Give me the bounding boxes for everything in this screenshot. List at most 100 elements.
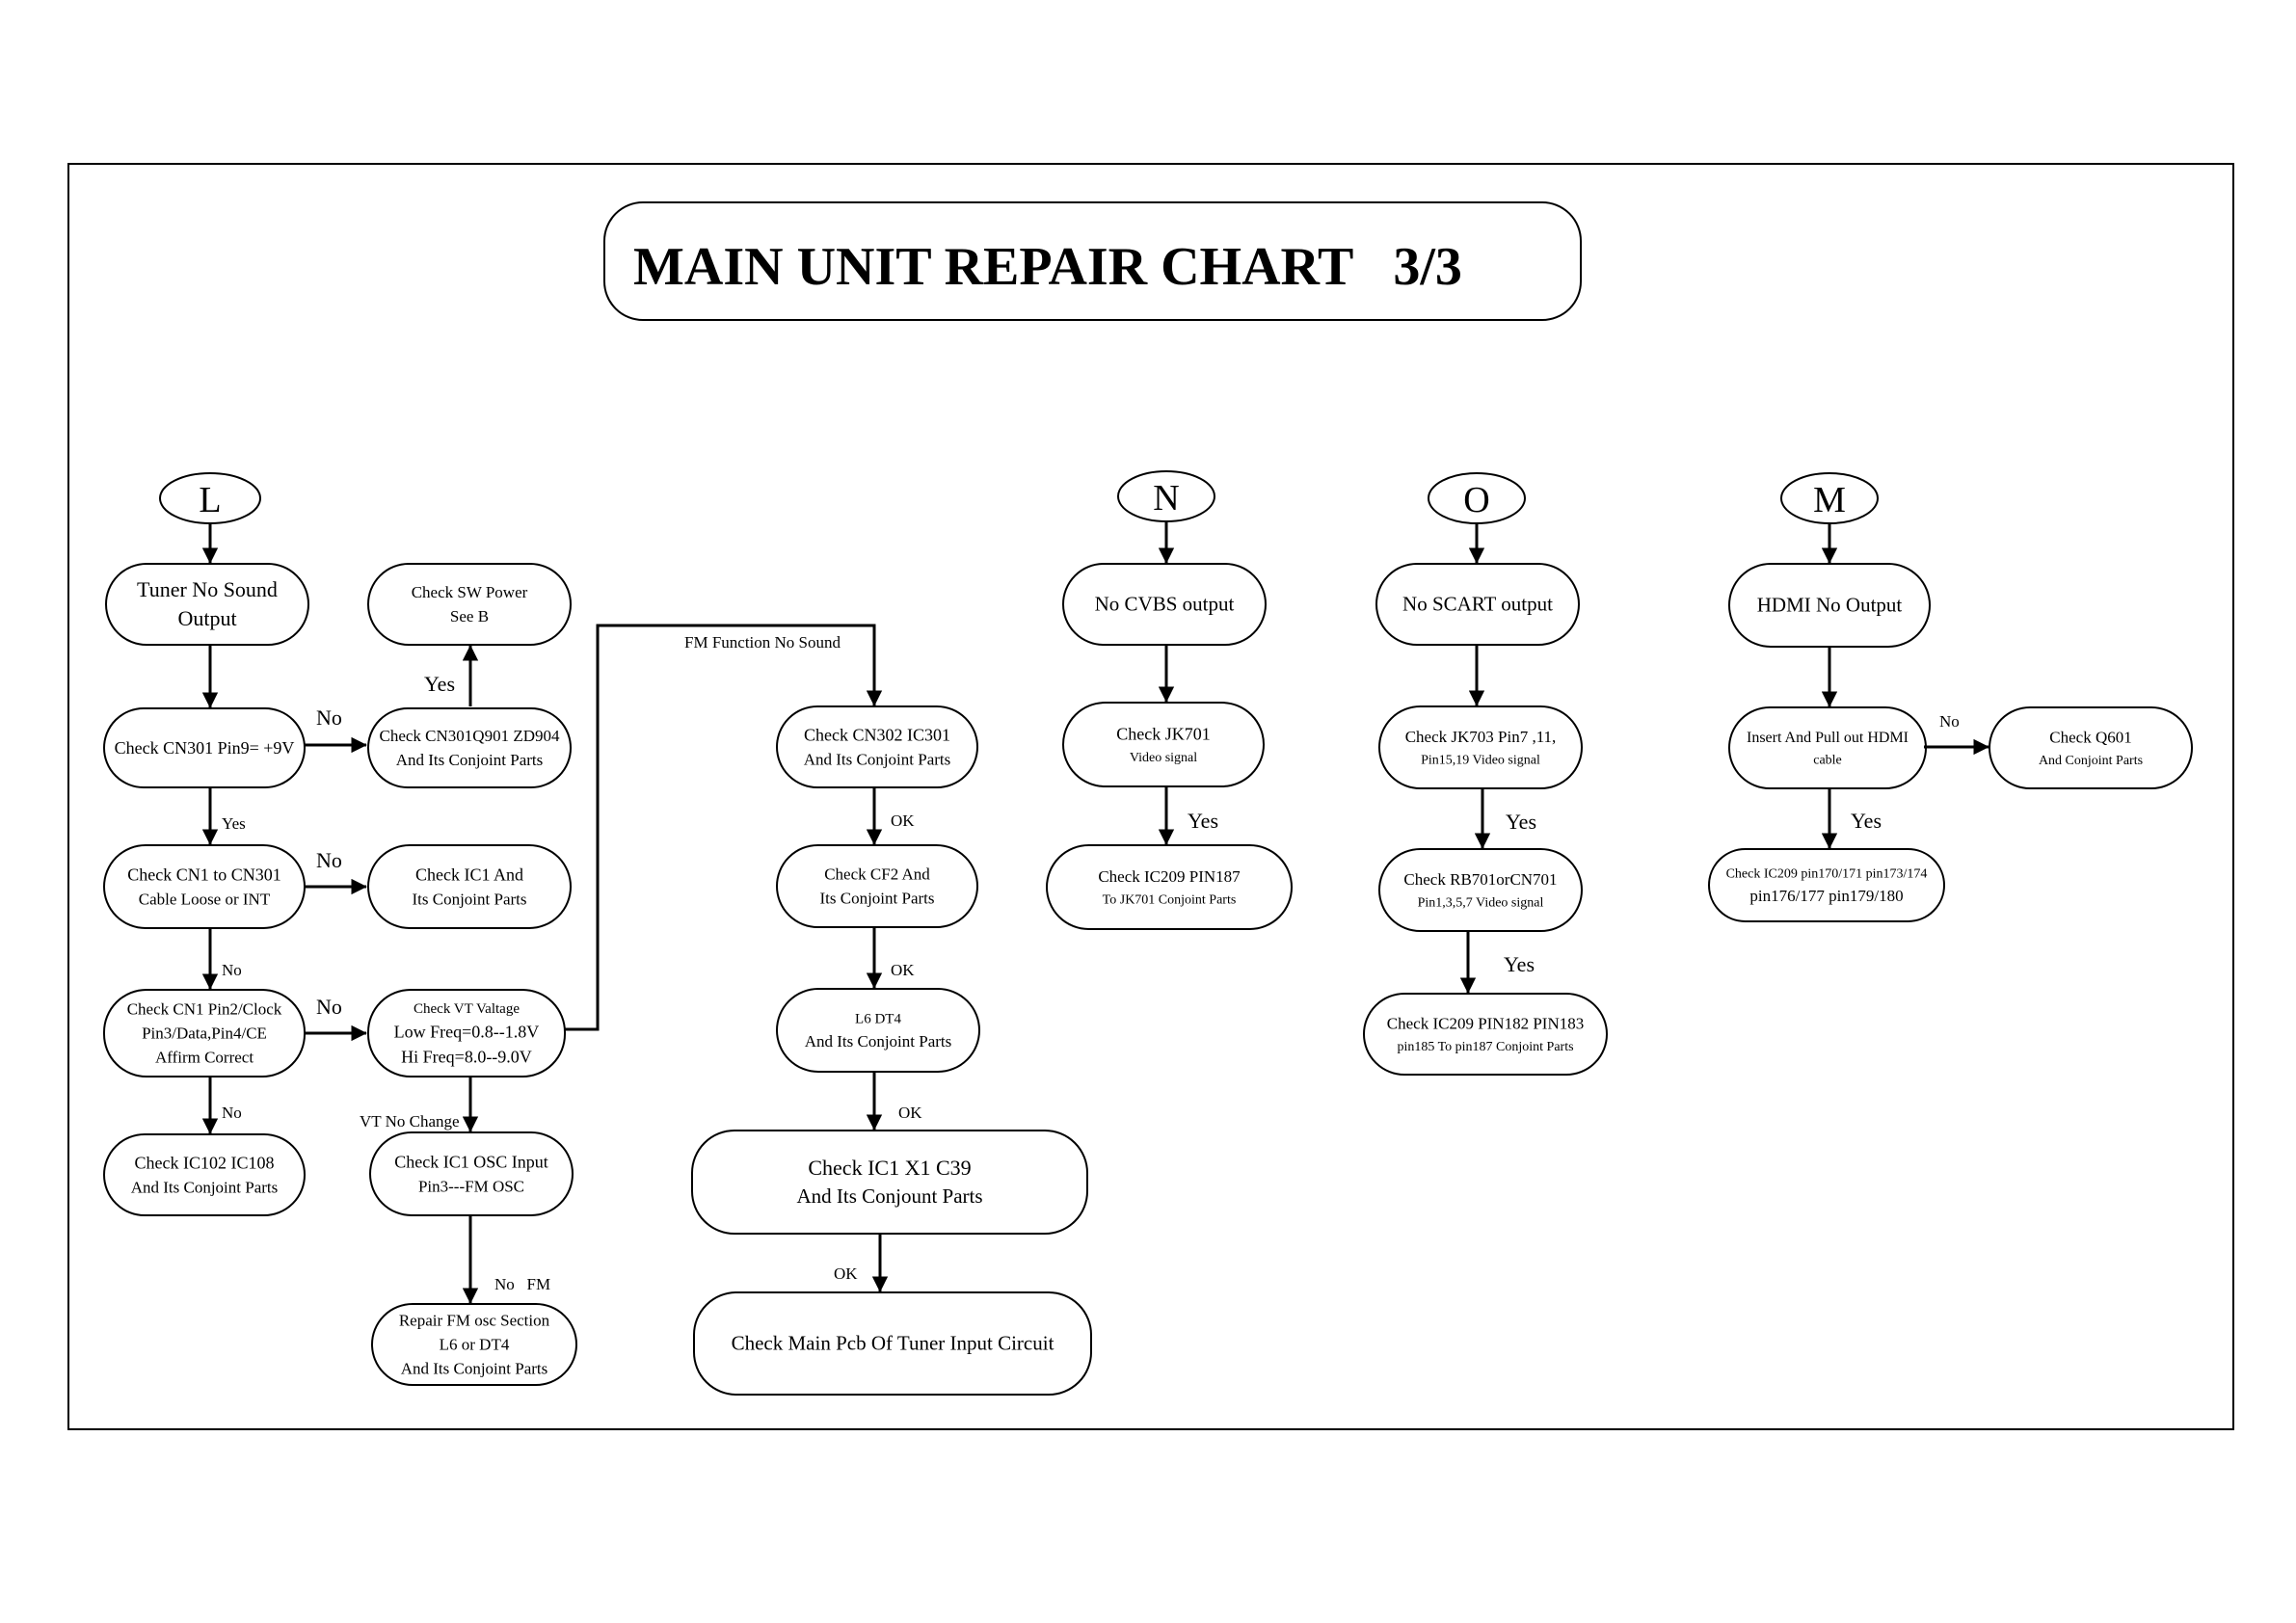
label-no-cn301: No <box>316 705 342 730</box>
box-text-line: Pin1,3,5,7 Video signal <box>1418 895 1544 910</box>
process-box-n-check-ic209: Check IC209 PIN187 To JK701 Conjoint Part… <box>1046 844 1293 930</box>
svg-text:N: N <box>1153 478 1179 519</box>
label-yes-o1: Yes <box>1506 810 1536 834</box>
box-text-line: And Its Conjoint Parts <box>804 750 951 768</box>
box-text-line: And Its Conjount Parts <box>796 1184 982 1208</box>
box-text-line: L6 DT4 <box>855 1011 901 1026</box>
label-yes-m: Yes <box>1851 809 1882 833</box>
box-text-line: L6 or DT4 <box>440 1335 510 1353</box>
box-text-line: See B <box>450 607 489 625</box>
label-yes-sw: Yes <box>424 672 455 696</box>
box-text-line: Insert And Pull out HDMI <box>1747 730 1909 746</box>
label-fm-function: FM Function No Sound <box>684 633 841 652</box>
flow-arrows <box>201 521 1989 1304</box>
label-no-ic102: No <box>222 1104 242 1122</box>
box-text-line: Check SW Power <box>412 583 528 601</box>
box-text-line: Check IC209 PIN187 <box>1098 867 1241 886</box>
box-text-line: To JK701 Conjoint Parts <box>1103 892 1237 907</box>
box-text-line: And Its Conjoint Parts <box>396 751 544 769</box>
svg-text:L: L <box>199 480 221 520</box>
svg-text:O: O <box>1463 480 1489 520</box>
box-text-line: Check CN1 to CN301 <box>127 865 281 884</box>
process-box-o-no-scart: No SCART output <box>1375 563 1580 646</box>
box-text-line: Check RB701orCN701 <box>1403 870 1557 889</box>
box-text-line: Check CN1 Pin2/Clock <box>127 999 282 1018</box>
box-text-line: No CVBS output <box>1095 593 1235 616</box>
process-box-n-no-cvbs: No CVBS output <box>1062 563 1267 646</box>
box-text-line: And Conjoint Parts <box>2039 754 2143 768</box>
process-box-l-check-cn301: Check CN301 Pin9= +9V <box>103 707 306 788</box>
box-text-line: Check JK703 Pin7 ,11, <box>1405 728 1557 746</box>
box-text-line: Its Conjoint Parts <box>819 889 934 907</box>
box-text-line: Check Q601 <box>2049 728 2131 746</box>
box-text-line: Check CN302 IC301 <box>804 725 950 744</box>
label-no-m: No <box>1939 712 1960 731</box>
label-ok-2: OK <box>891 961 915 979</box>
box-text-line: Check IC209 PIN182 PIN183 <box>1387 1014 1584 1032</box>
label-no-pin2: No <box>222 961 242 979</box>
box-text-line: Its Conjoint Parts <box>412 890 526 908</box>
title-box: MAIN UNIT REPAIR CHART 3/3 <box>603 201 1582 321</box>
label-yes-o2: Yes <box>1504 952 1535 976</box>
label-no-fm: No FM <box>494 1275 550 1293</box>
box-text-line: Check IC1 And <box>415 865 523 884</box>
edge-labels: No Yes Yes No No No No FM Function No So… <box>222 633 1960 1293</box>
box-text-line: Cable Loose or INT <box>139 890 271 908</box>
box-text-line: Video signal <box>1130 751 1197 765</box>
process-box-fm-check-main-pcb: Check Main Pcb Of Tuner Input Circuit <box>693 1291 1092 1396</box>
box-text-line: Check IC209 pin170/171 pin173/174 <box>1726 866 1928 881</box>
connector-o: O <box>1428 472 1526 524</box>
svg-text:M: M <box>1813 480 1846 520</box>
box-text-line: HDMI No Output <box>1757 594 1903 617</box>
label-ok-3: OK <box>898 1104 922 1122</box>
page-frame <box>67 163 2234 1430</box>
box-text-line: Check CN301 Pin9= +9V <box>115 738 295 758</box>
box-text-line: Affirm Correct <box>155 1048 254 1066</box>
box-text-line: Check IC1 OSC Input <box>394 1152 548 1171</box>
box-text-line: Repair FM osc Section <box>399 1311 550 1329</box>
process-box-m-check-ic209: Check IC209 pin170/171 pin173/174 pin176/… <box>1708 848 1945 922</box>
process-box-m-insert-pull: Insert And Pull out HDMI cable <box>1728 706 1927 789</box>
box-text-line: Check JK701 <box>1116 724 1211 743</box>
connector-m: M <box>1780 472 1879 524</box>
box-text-line: Tuner No Sound <box>137 577 278 601</box>
label-ok-4: OK <box>834 1264 858 1283</box>
box-text-line: Low Freq=0.8--1.8V <box>394 1022 540 1041</box>
process-box-m-hdmi-no-output: HDMI No Output <box>1728 563 1931 648</box>
box-text-line: Check Main Pcb Of Tuner Input Circuit <box>732 1332 1055 1355</box>
box-text-line: Pin3/Data,Pin4/CE <box>142 1024 267 1042</box>
box-text-line: Output <box>177 606 236 630</box>
connector-l: L <box>159 472 261 524</box>
box-text-line: Check CN301Q901 ZD904 <box>380 727 560 745</box>
box-text-line: cable <box>1813 753 1842 767</box>
box-text-line: Hi Freq=8.0--9.0V <box>401 1047 532 1066</box>
box-text-line: And Its Conjoint Parts <box>131 1178 279 1196</box>
box-text-line: Pin15,19 Video signal <box>1421 753 1540 767</box>
box-text-line: Check IC1 X1 C39 <box>808 1156 971 1180</box>
process-box-o-check-jk703: Check JK703 Pin7 ,11, Pin15,19 Video sign… <box>1378 705 1583 789</box>
box-text-line: pin176/177 pin179/180 <box>1749 887 1903 905</box>
box-text-line: Check IC102 IC108 <box>135 1153 275 1172</box>
label-no-vt: No <box>316 995 342 1019</box>
label-yes-n: Yes <box>1188 809 1218 833</box>
label-no-cn1: No <box>316 848 342 872</box>
connector-n: N <box>1117 470 1215 522</box>
page-title: MAIN UNIT REPAIR CHART 3/3 <box>633 237 1462 297</box>
box-text-line: And Its Conjoint Parts <box>401 1359 548 1377</box>
